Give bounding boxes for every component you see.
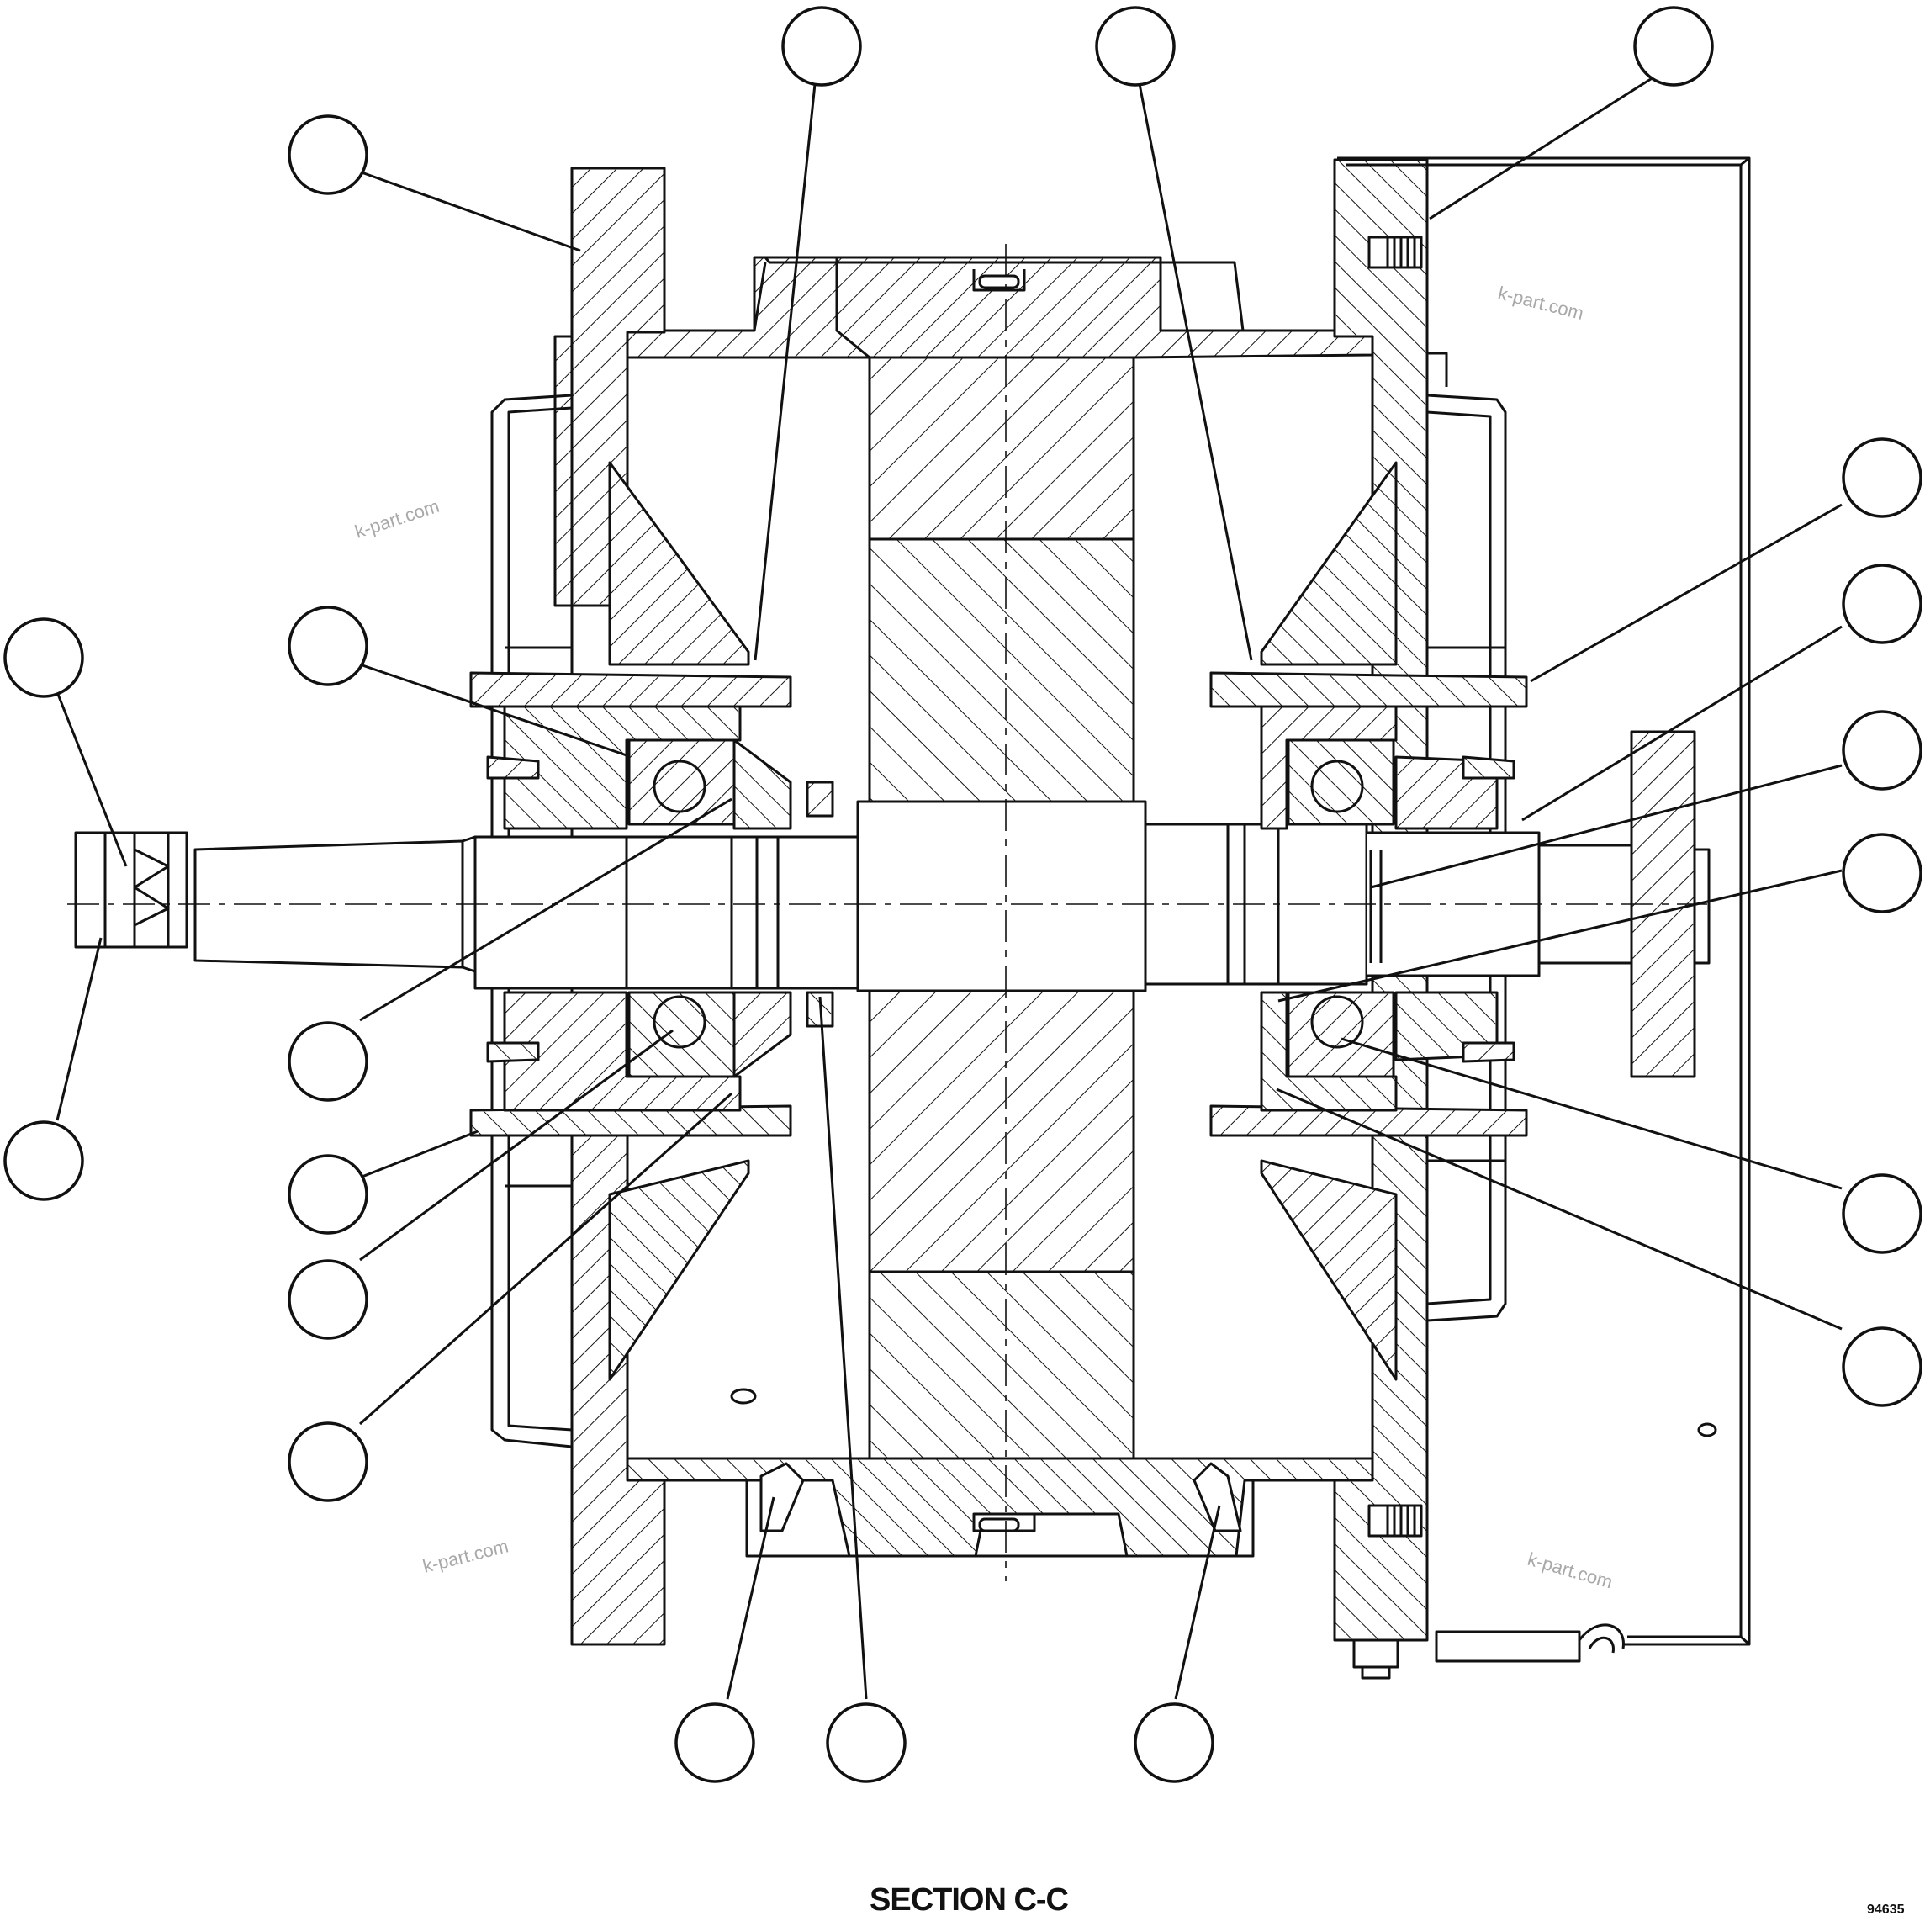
- leader-line: [1521, 625, 1843, 822]
- callout-balloon: [1134, 1702, 1214, 1783]
- leader-line: [359, 1029, 674, 1262]
- callout-balloon: [3, 1120, 84, 1201]
- callout-balloon: [288, 1154, 368, 1235]
- left-bearing-assembly: [469, 671, 834, 1137]
- callout-balloon: [826, 1702, 907, 1783]
- callout-balloon: [781, 6, 862, 87]
- watermark: k-part.com: [352, 495, 442, 543]
- figure-number: 94635: [1867, 1903, 1905, 1917]
- leader-lines: [56, 66, 1843, 1700]
- stator-housing-top: [626, 256, 1374, 359]
- callout-balloon: [1842, 710, 1922, 791]
- leader-line: [1429, 66, 1670, 220]
- callout-balloon: [1842, 1173, 1922, 1254]
- watermark: k-part.com: [420, 1535, 510, 1576]
- leader-line: [359, 1130, 479, 1179]
- callout-balloons: [3, 6, 1922, 1783]
- callout-balloon: [288, 1421, 368, 1502]
- stator-housing-bottom: [626, 1457, 1374, 1558]
- callout-balloon: [3, 617, 84, 698]
- leader-line: [1530, 503, 1843, 683]
- leader-line: [1174, 1505, 1221, 1700]
- leader-line: [726, 1496, 775, 1700]
- leader-line: [754, 83, 817, 661]
- leader-line: [1370, 764, 1843, 889]
- watermark: k-part.com: [1526, 1548, 1616, 1593]
- leader-line: [359, 1092, 732, 1426]
- callout-balloon: [288, 1021, 368, 1102]
- callout-balloon: [1095, 6, 1176, 87]
- leader-line: [1276, 1088, 1843, 1331]
- right-bearing-assembly: [1209, 671, 1528, 1137]
- watermark: k-part.com: [1496, 283, 1586, 324]
- callout-balloon: [1842, 437, 1922, 518]
- callout-balloon: [288, 114, 368, 195]
- leader-line: [1341, 1037, 1843, 1190]
- leader-line: [1277, 869, 1843, 1003]
- leader-line: [359, 663, 627, 757]
- callout-balloon: [1842, 1326, 1922, 1407]
- callout-balloon: [288, 1259, 368, 1340]
- callout-balloon: [1633, 6, 1714, 87]
- right-cover: [730, 156, 1751, 1646]
- callout-balloon: [1842, 833, 1922, 913]
- leader-line: [359, 797, 732, 1022]
- callout-balloon: [1842, 564, 1922, 644]
- section-caption: SECTION C-C: [870, 1882, 1069, 1918]
- leader-line: [56, 691, 128, 867]
- callout-balloon: [288, 606, 368, 686]
- leader-line: [818, 996, 868, 1700]
- leader-line: [1138, 83, 1253, 661]
- leader-line: [56, 937, 103, 1121]
- callout-balloon: [674, 1702, 755, 1783]
- leader-line: [361, 171, 581, 252]
